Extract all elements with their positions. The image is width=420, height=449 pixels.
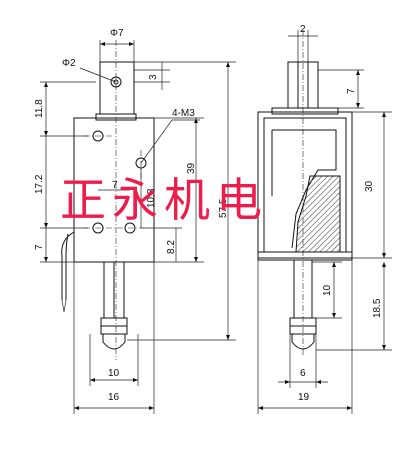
dim-6: 6	[300, 368, 306, 379]
dim-4-m3: 4-M3	[172, 108, 195, 119]
left-plunger-head	[99, 61, 135, 115]
dim-16: 16	[108, 392, 120, 403]
dim-19: 19	[298, 392, 310, 403]
dim-7-left: 7	[34, 244, 45, 250]
left-wire-lead	[61, 231, 75, 300]
left-dome-tip	[102, 334, 126, 350]
dim-7-inner: 7	[112, 180, 118, 191]
dim-10-8: 10.8	[146, 188, 157, 208]
right-frame	[257, 111, 353, 259]
dim-phi2: Φ2	[62, 58, 76, 69]
dim-57-5: 57.5	[218, 198, 229, 218]
dim-18-5: 18.5	[372, 298, 383, 318]
dim-39: 39	[186, 162, 197, 174]
left-view: Φ7 Φ2 3 11.8 4-M3 17.2 7 7	[34, 28, 236, 414]
dim-17-2: 17.2	[34, 174, 45, 194]
watermark-text: 正永机电	[60, 175, 268, 226]
dim-10-right: 10	[322, 284, 333, 296]
dim-30: 30	[364, 180, 375, 192]
dim-7-right: 7	[346, 88, 357, 94]
dim-phi7: Φ7	[110, 28, 124, 39]
right-view: 2 7 30 10 18.5 6	[257, 24, 392, 414]
right-coil-section	[295, 175, 341, 253]
right-dome-tip	[291, 334, 315, 350]
dim-2: 2	[300, 24, 306, 35]
dim-10-bottom: 10	[108, 368, 120, 379]
dim-11-8: 11.8	[34, 99, 45, 118]
right-armature	[272, 129, 337, 249]
dim-3: 3	[148, 74, 159, 80]
dim-8-2: 8.2	[166, 240, 177, 254]
